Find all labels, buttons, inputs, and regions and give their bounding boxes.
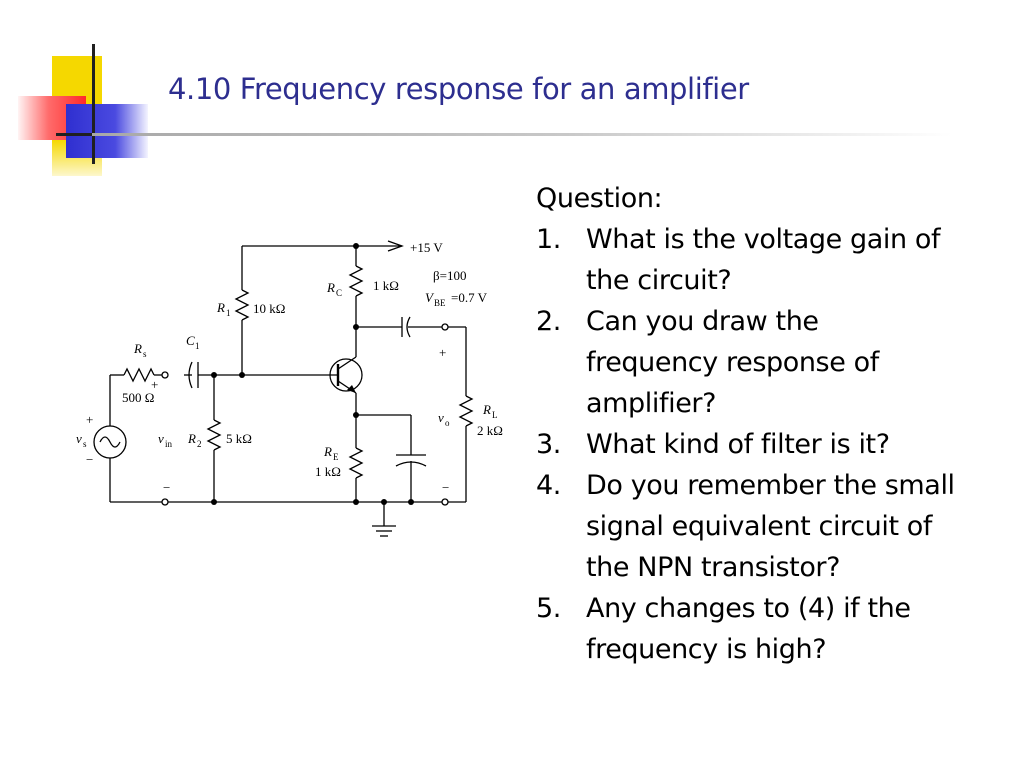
svg-text:v: v: [158, 431, 164, 446]
slide-title: 4.10 Frequency response for an amplifier: [168, 72, 749, 106]
rs-value: 500 Ω: [122, 390, 154, 405]
svg-text:1: 1: [226, 308, 231, 318]
svg-text:1: 1: [195, 341, 200, 351]
amplifier-circuit-diagram: +15 V 1 kΩ RC 10 kΩ R1 β=100 VBE =0.7 V …: [76, 240, 503, 537]
svg-text:BE: BE: [434, 298, 446, 308]
svg-text:R: R: [216, 300, 225, 315]
beta-label: β=100: [433, 268, 466, 283]
vbe-value: =0.7 V: [451, 290, 488, 305]
svg-text:R: R: [323, 444, 332, 459]
svg-text:−: −: [163, 480, 170, 495]
question-item: 5.Any changes to (4) if the frequency is…: [536, 593, 911, 665]
svg-text:+: +: [86, 412, 93, 427]
svg-text:C: C: [336, 288, 342, 298]
svg-text:−: −: [86, 452, 93, 467]
svg-text:V: V: [425, 290, 435, 305]
svg-text:R: R: [326, 280, 335, 295]
svg-text:R: R: [482, 402, 491, 417]
question-list: 1.What is the voltage gain of the circui…: [536, 219, 956, 670]
question-item: 2.Can you draw the frequency response of…: [536, 306, 879, 419]
question-item: 3.What kind of filter is it?: [536, 429, 890, 460]
supply-label: +15 V: [410, 240, 443, 255]
svg-text:v: v: [438, 410, 444, 425]
deco-vertical-line: [92, 44, 95, 164]
svg-text:o: o: [445, 418, 450, 428]
r1-value: 10 kΩ: [253, 301, 285, 316]
rl-value: 2 kΩ: [477, 423, 503, 438]
question-heading: Question:: [536, 183, 663, 214]
question-item: 4.Do you remember the small signal equiv…: [536, 470, 955, 583]
svg-text:s: s: [143, 349, 147, 359]
svg-text:L: L: [492, 410, 498, 420]
svg-text:−: −: [442, 480, 449, 495]
re-value: 1 kΩ: [315, 464, 341, 479]
svg-text:E: E: [333, 452, 339, 462]
title-underline: [92, 133, 952, 136]
r2-value: 5 kΩ: [226, 431, 252, 446]
rc-value: 1 kΩ: [373, 278, 399, 293]
svg-text:in: in: [165, 439, 173, 449]
svg-text:R: R: [187, 431, 196, 446]
svg-text:C: C: [186, 333, 195, 348]
svg-text:+: +: [439, 345, 446, 360]
deco-blue-square: [66, 104, 148, 158]
svg-text:R: R: [133, 341, 142, 356]
svg-text:v: v: [76, 431, 82, 446]
svg-text:+: +: [151, 377, 158, 392]
svg-text:s: s: [83, 439, 87, 449]
svg-text:2: 2: [197, 439, 202, 449]
question-item: 1.What is the voltage gain of the circui…: [536, 224, 941, 296]
deco-horizontal-line: [56, 133, 96, 136]
question-block: Question: 1.What is the voltage gain of …: [536, 178, 956, 670]
